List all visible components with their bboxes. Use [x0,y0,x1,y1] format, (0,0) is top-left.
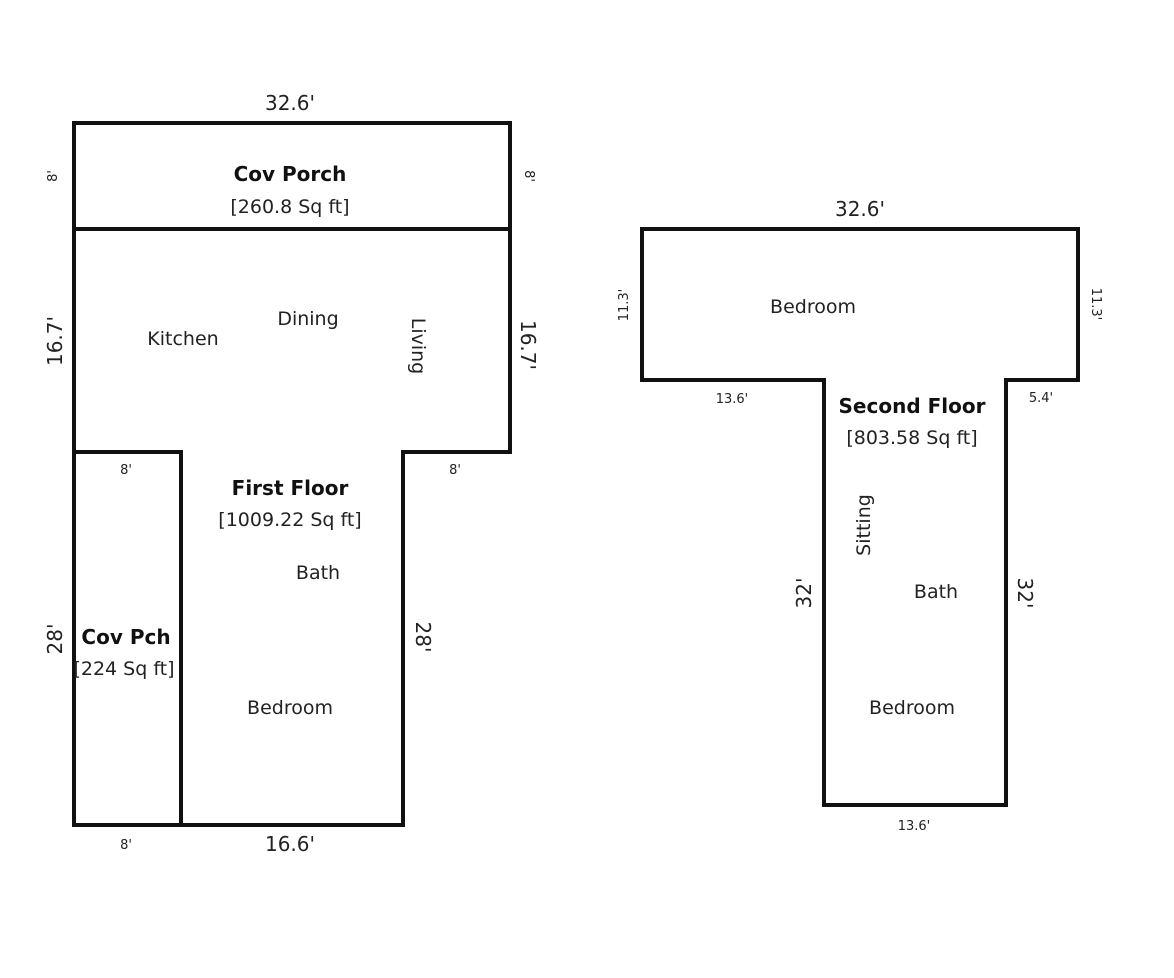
second-floor-right-step-dim: 5.4' [1029,391,1053,406]
second-floor-plan: 32.6' 11.3' 11.3' Bedroom 13.6' 5.4' Sec… [617,197,1103,834]
second-floor-left-height: 11.3' [617,289,632,322]
second-floor-bedroom-bottom-label: Bedroom [869,697,955,719]
second-floor-right-lower-height: 32' [1013,578,1037,609]
second-floor-right-height: 11.3' [1088,288,1103,321]
second-floor-left-lower-height: 32' [792,578,816,609]
first-floor-bottom-width: 16.6' [265,832,315,856]
kitchen-label: Kitchen [147,328,218,350]
first-floor-left-height: 16.7' [43,316,67,366]
cov-porch-left-dim: 8' [46,170,61,182]
second-floor-top-width: 32.6' [835,197,885,221]
cov-porch-area: [260.8 Sq ft] [230,196,349,218]
first-floor-outline [72,121,512,827]
first-floor-step-dim: 8' [449,463,461,478]
first-floor-title: First Floor [232,476,349,500]
second-floor-bedroom-top-label: Bedroom [770,296,856,318]
first-floor-bath-label: Bath [296,562,340,584]
second-floor-outline [640,227,1080,807]
second-floor-bottom-width: 13.6' [898,819,931,834]
second-floor-title: Second Floor [839,394,986,418]
second-floor-area: [803.58 Sq ft] [846,427,977,449]
first-floor-top-width: 32.6' [265,91,315,115]
cov-pch-divider [74,450,183,825]
first-floor-area: [1009.22 Sq ft] [218,509,361,531]
cov-pch-area: [224 Sq ft] [73,658,174,680]
dining-label: Dining [277,308,338,330]
cov-porch-title: Cov Porch [234,162,347,186]
cov-pch-bottom-dim: 8' [120,838,132,853]
second-floor-left-step-dim: 13.6' [716,392,749,407]
cov-pch-top-dim: 8' [120,463,132,478]
first-floor-right-lower-height: 28' [411,622,435,653]
living-label: Living [407,318,429,375]
cov-pch-title: Cov Pch [81,625,170,649]
sitting-label: Sitting [853,494,875,556]
second-floor-bath-label: Bath [914,581,958,603]
first-floor-right-height: 16.7' [516,320,540,370]
cov-porch-right-dim: 8' [521,170,536,182]
cov-pch-height-dim: 28' [43,624,67,655]
first-floor-bedroom-label: Bedroom [247,697,333,719]
first-floor-plan: 32.6' Cov Porch [260.8 Sq ft] 8' 8' Kitc… [43,91,540,856]
